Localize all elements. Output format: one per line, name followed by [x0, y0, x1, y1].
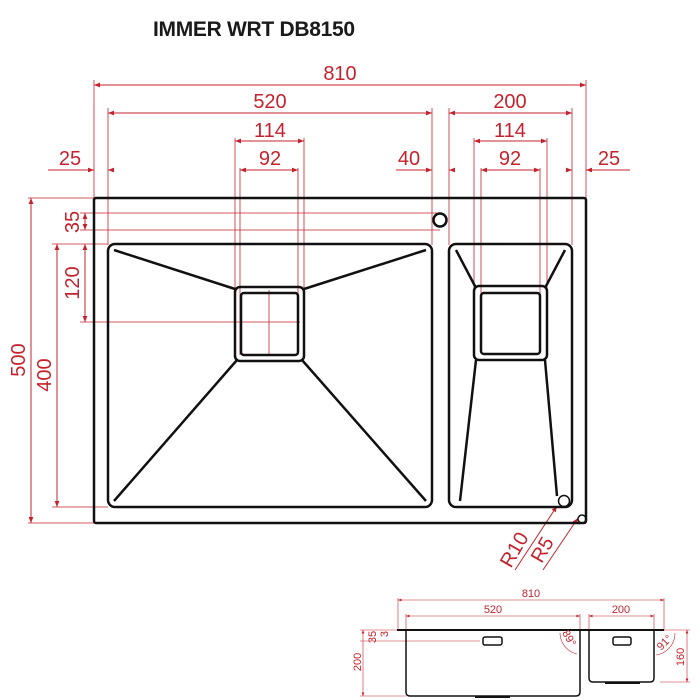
svg-text:35: 35 — [367, 631, 379, 643]
svg-text:40: 40 — [398, 148, 420, 170]
r5-marker — [577, 514, 587, 524]
svg-text:520: 520 — [484, 604, 502, 616]
svg-text:89°: 89° — [559, 628, 578, 648]
svg-text:160: 160 — [675, 648, 687, 666]
dimension-lines — [28, 82, 630, 571]
svg-text:91°: 91° — [655, 633, 675, 653]
svg-text:120: 120 — [62, 266, 84, 299]
svg-text:3: 3 — [379, 631, 391, 637]
second-bowl — [447, 242, 574, 509]
svg-text:200: 200 — [493, 91, 526, 113]
svg-text:810: 810 — [522, 588, 540, 600]
svg-text:114: 114 — [494, 120, 526, 142]
svg-text:25: 25 — [598, 148, 620, 170]
top-view-labels: 810 520 200 114 114 92 92 25 40 25 500 4… — [8, 63, 620, 571]
svg-text:92: 92 — [259, 148, 281, 170]
second-drain-inner — [479, 291, 542, 356]
page-title: IMMER WRT DB8150 — [153, 18, 355, 41]
sink-side-view: 810 520 200 35 3 200 160 89° 91° — [352, 588, 690, 698]
svg-text:92: 92 — [499, 148, 521, 170]
svg-text:810: 810 — [323, 63, 356, 85]
svg-text:200: 200 — [612, 604, 630, 616]
r10-marker — [557, 494, 571, 508]
second-drain-outer — [472, 284, 549, 362]
svg-text:400: 400 — [34, 358, 56, 391]
svg-text:520: 520 — [253, 91, 286, 113]
main-drain-inner — [239, 291, 300, 357]
main-bowl — [106, 242, 434, 509]
svg-text:200: 200 — [352, 653, 364, 671]
sink-top-view — [92, 196, 588, 525]
extension-lines — [28, 80, 587, 524]
svg-text:500: 500 — [8, 343, 30, 376]
svg-text:35: 35 — [62, 211, 84, 233]
main-drain-outer — [233, 285, 306, 363]
svg-text:114: 114 — [254, 120, 286, 142]
tap-hole — [432, 212, 448, 228]
sink-outline — [92, 196, 588, 525]
svg-text:R5: R5 — [527, 533, 559, 566]
svg-text:25: 25 — [59, 148, 81, 170]
